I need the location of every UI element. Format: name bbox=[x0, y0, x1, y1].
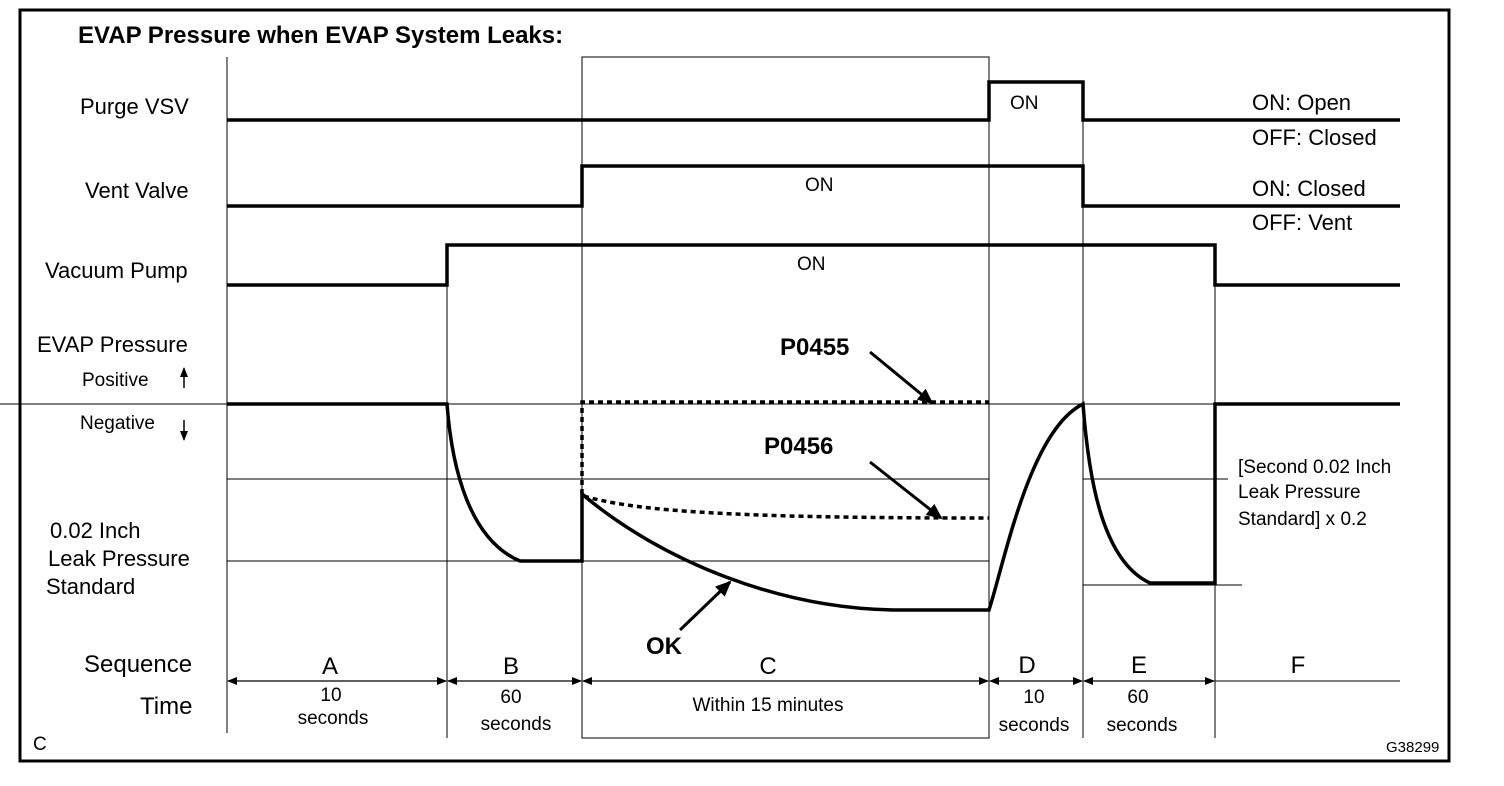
purge-vsv-label: Purge VSV bbox=[80, 94, 189, 119]
phase-c-time: Within 15 minutes bbox=[692, 695, 843, 716]
positive-label: Positive bbox=[82, 370, 149, 391]
outer-frame bbox=[18, 8, 1451, 763]
vent-valve-legend-off: OFF: Vent bbox=[1252, 210, 1352, 235]
phase-a-time-1: 10 bbox=[320, 685, 341, 706]
second-standard-line-1: [Second 0.02 Inch bbox=[1238, 457, 1391, 478]
vent-valve-signal bbox=[227, 164, 1400, 208]
vacuum-pump-signal bbox=[227, 243, 1400, 287]
phase-b-letter: B bbox=[503, 653, 519, 680]
purge-vsv-legend-off: OFF: Closed bbox=[1252, 125, 1377, 150]
second-standard-line-2: Leak Pressure bbox=[1238, 482, 1361, 503]
leak-standard-line-3: Standard bbox=[46, 574, 135, 599]
leak-standard-label: 0.02 Inch Leak Pressure Standard bbox=[46, 518, 196, 599]
phase-c-letter: C bbox=[759, 653, 776, 680]
ok-pointer-arrow bbox=[678, 580, 732, 632]
diagram-title: EVAP Pressure when EVAP System Leaks: bbox=[78, 22, 563, 49]
phase-c-box bbox=[581, 56, 990, 739]
figure-code: G38299 bbox=[1386, 739, 1439, 756]
p0455-trace bbox=[580, 400, 989, 494]
phase-b-time-2: seconds bbox=[481, 714, 552, 735]
leak-standard-line-2: Leak Pressure bbox=[48, 546, 190, 571]
vent-valve-legend-on: ON: Closed bbox=[1252, 176, 1366, 201]
phase-f-letter: F bbox=[1291, 652, 1306, 679]
purge-vsv-signal bbox=[227, 80, 1400, 122]
purge-vsv-legend-on: ON: Open bbox=[1252, 90, 1351, 115]
phase-a-time-2: seconds bbox=[298, 708, 369, 729]
evap-pressure-label: EVAP Pressure bbox=[37, 332, 188, 357]
leak-standard-line-1: 0.02 Inch bbox=[50, 518, 141, 543]
p0455-pointer-arrow bbox=[869, 350, 934, 405]
second-standard-label: [Second 0.02 Inch Leak Pressure Standard… bbox=[1238, 457, 1396, 530]
sequence-label: Sequence bbox=[84, 651, 192, 678]
phase-d-letter: D bbox=[1018, 652, 1035, 679]
negative-label: Negative bbox=[80, 413, 155, 434]
phase-e-letter: E bbox=[1131, 652, 1147, 679]
phase-b-time-1: 60 bbox=[500, 687, 521, 708]
p0456-pointer-arrow bbox=[869, 460, 943, 520]
vacuum-pump-on-label: ON bbox=[797, 254, 826, 275]
p0455-label: P0455 bbox=[780, 334, 849, 361]
ok-label: OK bbox=[646, 633, 683, 660]
p0456-trace bbox=[583, 494, 990, 520]
evap-pressure-trace bbox=[227, 401, 1400, 612]
vent-valve-label: Vent Valve bbox=[85, 178, 189, 203]
phase-d-time-2: seconds bbox=[999, 715, 1070, 736]
corner-code: C bbox=[33, 734, 47, 755]
phase-a-letter: A bbox=[322, 653, 338, 680]
phase-d-time-1: 10 bbox=[1023, 687, 1044, 708]
vent-valve-on-label: ON bbox=[805, 175, 834, 196]
time-label: Time bbox=[140, 693, 192, 720]
second-standard-line-3: Standard] x 0.2 bbox=[1238, 509, 1367, 530]
vacuum-pump-label: Vacuum Pump bbox=[45, 258, 188, 283]
purge-vsv-on-label: ON bbox=[1010, 93, 1039, 114]
phase-e-time-2: seconds bbox=[1107, 715, 1178, 736]
p0456-label: P0456 bbox=[764, 433, 833, 460]
phase-e-time-1: 60 bbox=[1127, 687, 1148, 708]
